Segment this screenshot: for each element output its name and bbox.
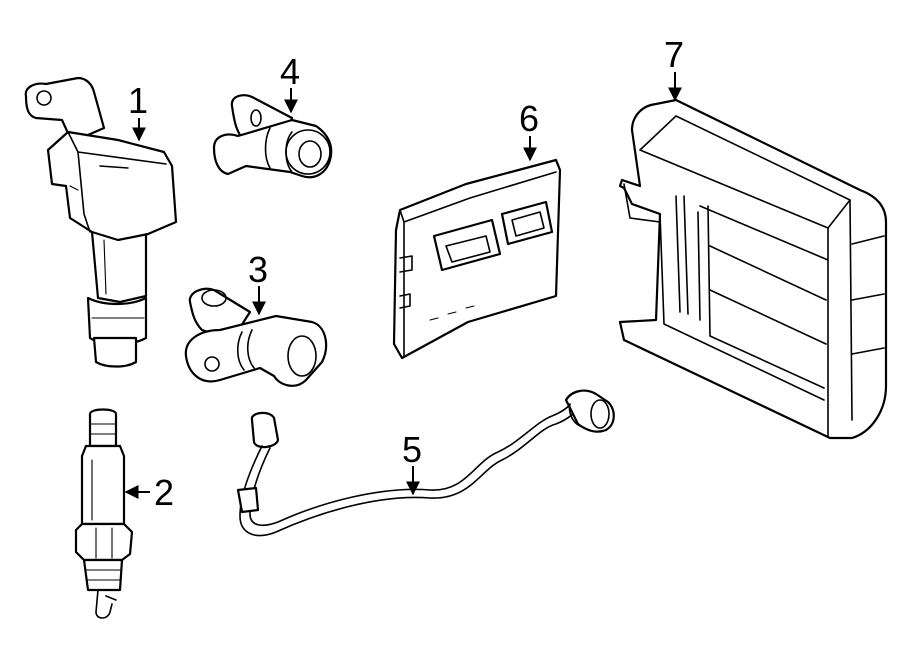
part-4-camshaft-sensor[interactable]: [212, 94, 333, 179]
callout-4: 4: [280, 51, 300, 92]
part-2-spark-plug[interactable]: [74, 408, 134, 619]
callout-2: 2: [154, 472, 174, 513]
callout-5: 5: [402, 429, 422, 470]
callout-leaders: [124, 72, 682, 499]
callout-3: 3: [248, 249, 268, 290]
part-3-position-sensor[interactable]: [184, 287, 328, 387]
part-5-knock-sensor[interactable]: [236, 389, 615, 537]
callout-6: 6: [519, 98, 539, 139]
callout-numbers: 1 2 3 4 5 6 7: [128, 34, 684, 513]
callout-7: 7: [664, 34, 684, 75]
part-7-mounting-bracket[interactable]: [618, 98, 888, 440]
part-1-ignition-coil[interactable]: [24, 76, 178, 368]
callout-1: 1: [128, 80, 148, 121]
part-6-engine-control-module[interactable]: [392, 158, 562, 360]
